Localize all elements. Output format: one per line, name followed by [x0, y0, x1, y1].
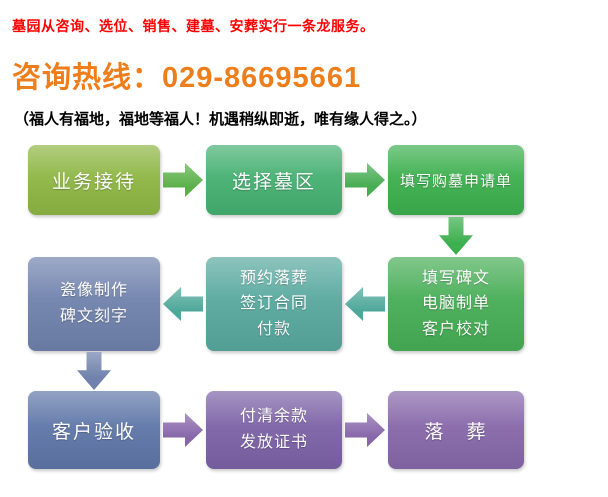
arrow-down-icon [77, 352, 111, 390]
arrow-right-icon [345, 413, 385, 447]
process-flowchart: 业务接待 选择墓区 填写购墓申请单 瓷像制作 碑文刻字 预约落葬 签订合同 付款… [28, 145, 608, 469]
arrow-right-icon [345, 163, 385, 197]
arrow-right-icon [163, 163, 203, 197]
flow-step-business-reception: 业务接待 [28, 145, 160, 215]
flow-step-final-payment: 付清余款 发放证书 [206, 391, 342, 469]
flow-step-porcelain-engraving: 瓷像制作 碑文刻字 [28, 257, 160, 351]
service-tagline: 墓园从咨询、选位、销售、建墓、安葬实行一条龙服务。 [12, 18, 375, 34]
flow-step-epitaph-entry: 填写碑文 电脑制单 客户校对 [388, 257, 524, 351]
flow-step-appointment-contract: 预约落葬 签订合同 付款 [206, 257, 342, 351]
flow-step-burial: 落 葬 [388, 391, 524, 469]
page: 墓园从咨询、选位、销售、建墓、安葬实行一条龙服务。 咨询热线：029-86695… [12, 18, 608, 469]
slogan-subtitle: （福人有福地，福地等福人！机遇稍纵即逝，唯有缘人得之。） [14, 111, 427, 128]
flow-step-select-plot: 选择墓区 [206, 145, 342, 215]
hotline-number: 咨询热线：029-86695661 [12, 62, 362, 94]
arrow-left-icon [163, 287, 203, 321]
flow-step-customer-acceptance: 客户验收 [28, 391, 160, 469]
arrow-right-icon [163, 413, 203, 447]
flow-step-application-form: 填写购墓申请单 [388, 145, 524, 215]
arrow-left-icon [345, 287, 385, 321]
arrow-down-icon [439, 217, 473, 255]
